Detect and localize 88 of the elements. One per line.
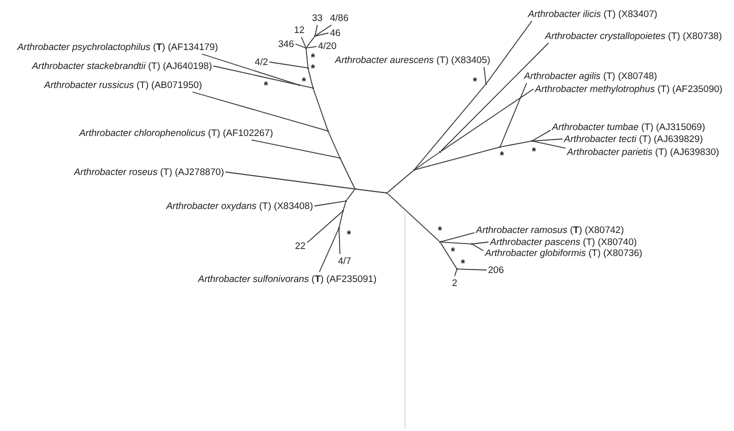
strain-number: 4/20 (318, 40, 336, 52)
tree-branch (440, 88, 534, 152)
tree-branch (356, 188, 386, 194)
strain-number: 12 (294, 24, 305, 36)
tree-branch (306, 36, 315, 48)
tree-branch (316, 32, 329, 36)
asterisk-mark: * (264, 81, 268, 87)
taxon-label: Arthrobacter psychrolactophilus (T) (AF134179) (17, 42, 218, 52)
taxon-label: Arthrobacter roseus (T) (AJ278870) (74, 166, 224, 178)
tree-branch (338, 228, 340, 254)
tree-branch (500, 140, 532, 148)
tree-branch (440, 232, 475, 242)
tree-branch (318, 228, 339, 272)
tree-branch (500, 82, 528, 146)
tree-branch (269, 62, 308, 68)
strain-number: 33 (312, 12, 323, 24)
taxon-label: Arthrobacter russicus (T) (AB071950) (44, 80, 202, 90)
tree-branch (213, 66, 298, 86)
tree-branch (192, 92, 328, 132)
strain-number: 4/2 (254, 56, 268, 68)
strain-number: 346 (278, 38, 294, 50)
taxon-label: Arthrobacter crystallopoietes (T) (X80738) (545, 30, 722, 42)
tree-branch (314, 200, 346, 206)
taxon-label: Arthrobacter aurescens (T) (X83405) (335, 54, 490, 66)
tree-branch (414, 84, 486, 170)
asterisk-mark: * (450, 247, 456, 253)
asterisk-mark: * (472, 77, 478, 83)
taxon-label: Arthrobacter tecti (T) (AJ639829) (564, 134, 703, 144)
tree-branch (314, 24, 318, 36)
asterisk-mark: * (460, 259, 466, 265)
tree-branch (346, 190, 355, 200)
tree-branch (300, 84, 312, 88)
asterisk-mark: * (532, 147, 536, 153)
taxon-label: Arthrobacter oxydans (T) (X83408) (166, 200, 313, 212)
tree-branch (472, 242, 489, 244)
tree-branch (414, 152, 440, 170)
tree-branch (306, 48, 308, 68)
tree-branch (388, 170, 414, 193)
tree-branch (306, 46, 317, 48)
taxon-label: Arthrobacter pascens (T) (X80740) (490, 236, 637, 248)
tree-branch (300, 36, 306, 48)
tree-branch (532, 138, 563, 142)
taxon-label: Arthrobacter chlorophenolicus (T) (AF102267) (79, 128, 273, 138)
taxon-label: Arthrobacter agilis (T) (X80748) (524, 70, 658, 82)
tree-branch (316, 24, 332, 36)
tree-branch (312, 88, 328, 130)
taxon-label: Arthrobacter methylotrophus (T) (AF235090) (535, 84, 722, 94)
tree-branch (308, 68, 314, 88)
tree-branch (440, 42, 549, 152)
strain-number: 4/86 (330, 12, 348, 24)
tree-branch (295, 44, 306, 48)
strain-number: 4/7 (338, 256, 352, 266)
tree-branch (484, 66, 486, 84)
taxon-label: Arthrobacter sulfonivorans (T) (AF235091) (198, 274, 376, 284)
tree-branch (454, 270, 458, 276)
tree-branch (328, 132, 340, 158)
taxon-label: Arthrobacter ilicis (T) (X83407) (528, 8, 658, 20)
tree-branch (414, 146, 500, 170)
tree-branch (458, 268, 487, 270)
asterisk-mark: * (310, 53, 316, 59)
tree-branch (306, 211, 342, 244)
tree-branch (486, 20, 532, 84)
strain-number: 2 (452, 278, 458, 288)
strain-number: 22 (295, 240, 306, 252)
tree-branch (340, 158, 355, 188)
asterisk-mark: * (346, 230, 352, 236)
taxon-label: Arthrobacter parietis (T) (AJ639830) (567, 146, 720, 158)
tree-branch (532, 130, 551, 141)
tree-branch (388, 193, 440, 242)
strain-number: 206 (488, 264, 504, 276)
tree-branch (338, 212, 344, 228)
asterisk-mark: * (500, 151, 504, 157)
taxon-label: Arthrobacter tumbae (T) (AJ315069) (552, 122, 706, 132)
tree-branch (440, 242, 457, 268)
tree-branch (342, 202, 346, 210)
tree-branch (472, 244, 484, 252)
tree-branch (202, 54, 298, 86)
tree-branch (251, 140, 340, 158)
tree-branch (532, 140, 566, 149)
tree-branch (440, 242, 472, 244)
taxon-label: Arthrobacter ramosus (T) (X80742) (476, 225, 624, 236)
asterisk-mark: * (438, 226, 442, 232)
asterisk-mark: * (310, 64, 316, 70)
taxon-label: Arthrobacter globiformis (T) (X80736) (485, 248, 642, 258)
asterisk-mark: * (302, 77, 306, 83)
tree-branch (225, 172, 354, 190)
taxon-label: Arthrobacter stackebrandtii (T) (AJ640198) (32, 60, 212, 72)
strain-number: 46 (330, 28, 341, 38)
